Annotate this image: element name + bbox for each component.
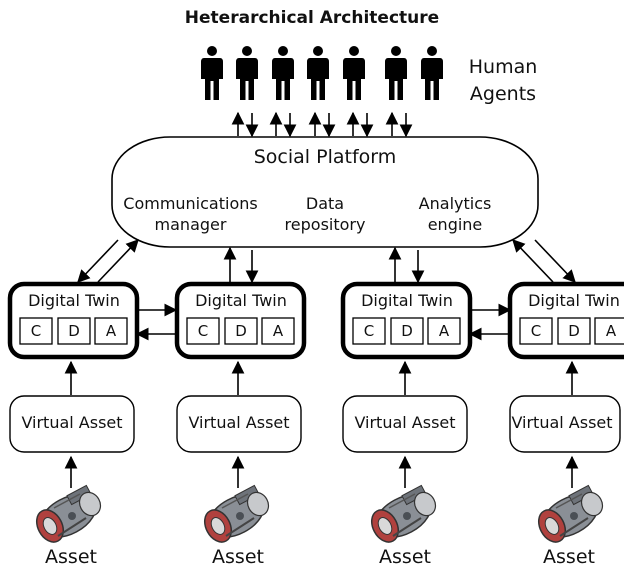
person-icon bbox=[385, 46, 407, 100]
engine-asset-icon bbox=[365, 484, 441, 548]
person-icon bbox=[421, 46, 443, 100]
module-a: A bbox=[605, 322, 617, 340]
module-d: D bbox=[235, 322, 247, 340]
virtual-asset-box bbox=[342, 395, 468, 453]
person-icon bbox=[307, 46, 329, 100]
module-a: A bbox=[438, 322, 450, 340]
analytics-engine-label: Analytics engine bbox=[418, 194, 492, 234]
asset-to-virtual-arrows bbox=[64, 455, 579, 488]
module-d: D bbox=[568, 322, 580, 340]
virtual-to-twin-arrows bbox=[64, 360, 579, 395]
module-d: D bbox=[401, 322, 413, 340]
engine-asset-icon bbox=[532, 484, 608, 548]
engine-asset-icon bbox=[30, 484, 106, 548]
digital-twin-title: Digital Twin bbox=[28, 291, 120, 310]
person-icon bbox=[201, 46, 223, 100]
module-c: C bbox=[363, 322, 375, 340]
human-agents-label-line2: Agents bbox=[469, 83, 537, 105]
human-agents-group bbox=[201, 46, 443, 100]
human-platform-arrows bbox=[231, 111, 413, 138]
virtual-asset-boxes bbox=[9, 395, 621, 453]
virtual-asset-label: Virtual Asset bbox=[21, 413, 123, 432]
module-d: D bbox=[68, 322, 80, 340]
virtual-asset-box bbox=[176, 395, 302, 453]
platform-twin-arrows bbox=[77, 239, 576, 284]
person-icon bbox=[343, 46, 365, 100]
engine-asset-icon bbox=[198, 484, 274, 548]
twin-twin-arrows bbox=[135, 303, 512, 341]
module-c: C bbox=[530, 322, 542, 340]
digital-twin-title: Digital Twin bbox=[528, 291, 620, 310]
social-platform-shape bbox=[111, 136, 539, 248]
virtual-asset-label: Virtual Asset bbox=[188, 413, 290, 432]
module-a: A bbox=[272, 322, 284, 340]
data-repository-label: Data repository bbox=[284, 194, 366, 234]
virtual-asset-label: Virtual Asset bbox=[354, 413, 456, 432]
digital-twin-title: Digital Twin bbox=[361, 291, 453, 310]
communications-manager-label: Communications manager bbox=[123, 194, 258, 234]
human-agents-label: Human Agents bbox=[458, 54, 548, 108]
digital-twin-title: Digital Twin bbox=[195, 291, 287, 310]
module-a: A bbox=[105, 322, 117, 340]
asset-label: Asset bbox=[543, 546, 595, 568]
asset-label: Asset bbox=[379, 546, 431, 568]
virtual-asset-box bbox=[9, 395, 135, 453]
virtual-asset-label: Virtual Asset bbox=[511, 413, 613, 432]
module-c: C bbox=[197, 322, 209, 340]
module-squares bbox=[19, 317, 624, 345]
diagram-title: Heterarchical Architecture bbox=[184, 8, 440, 28]
person-icon bbox=[272, 46, 294, 100]
asset-label: Asset bbox=[45, 546, 97, 568]
social-platform-title: Social Platform bbox=[253, 146, 397, 168]
human-agents-label-line1: Human bbox=[468, 56, 538, 78]
virtual-asset-box bbox=[509, 395, 621, 453]
module-c: C bbox=[30, 322, 42, 340]
asset-label: Asset bbox=[212, 546, 264, 568]
person-icon bbox=[236, 46, 258, 100]
